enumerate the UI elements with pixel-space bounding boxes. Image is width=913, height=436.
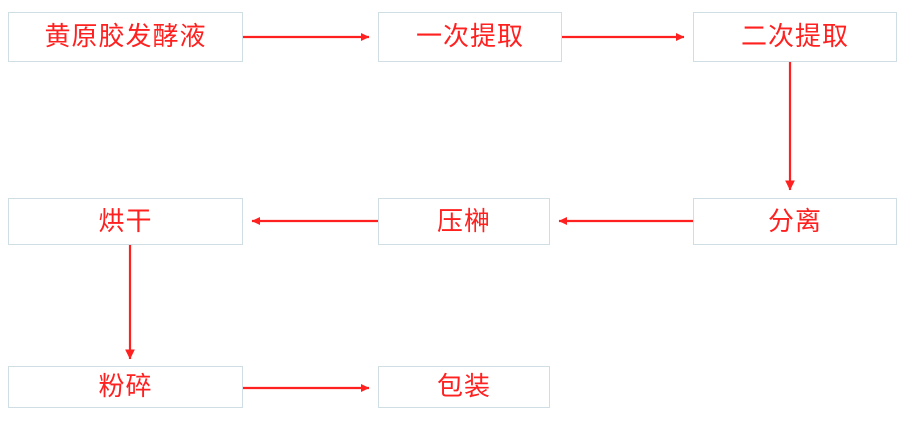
node-drying[interactable]: 烘干 — [8, 198, 243, 245]
node-label: 烘干 — [98, 206, 153, 236]
node-label: 包装 — [436, 372, 491, 401]
node-label: 粉碎 — [98, 372, 153, 401]
node-label: 一次提取 — [415, 22, 524, 51]
node-fermentation[interactable]: 黄原胶发酵液 — [8, 12, 243, 62]
node-label: 二次提取 — [740, 22, 849, 51]
node-extract2[interactable]: 二次提取 — [693, 12, 897, 62]
node-extract1[interactable]: 一次提取 — [378, 12, 562, 62]
node-pressing[interactable]: 压榊 — [378, 198, 550, 245]
node-crushing[interactable]: 粉碎 — [8, 366, 243, 408]
node-label: 分离 — [767, 206, 822, 236]
node-label: 黄原胶发酵液 — [44, 22, 207, 51]
node-label: 压榊 — [436, 206, 491, 236]
node-separation[interactable]: 分离 — [693, 198, 897, 245]
node-packaging[interactable]: 包装 — [378, 366, 550, 408]
